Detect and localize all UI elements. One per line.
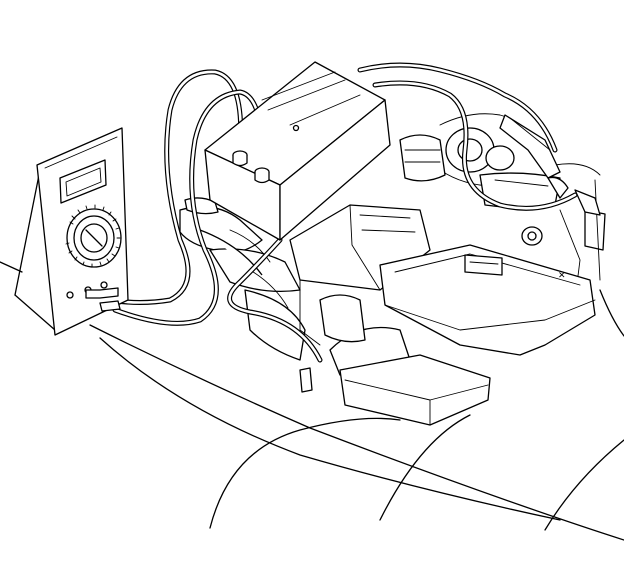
rotary-dial — [65, 204, 122, 268]
test-box — [204, 61, 391, 241]
alligator-clips — [499, 114, 601, 216]
test-leads — [107, 62, 578, 363]
input-jacks — [66, 281, 121, 312]
fender-outlines — [0, 261, 624, 541]
air-cleaner-housing: ✕ — [299, 244, 596, 426]
multimeter — [14, 127, 129, 336]
marker-x: ✕ — [558, 270, 566, 280]
engine-parts — [179, 113, 606, 376]
